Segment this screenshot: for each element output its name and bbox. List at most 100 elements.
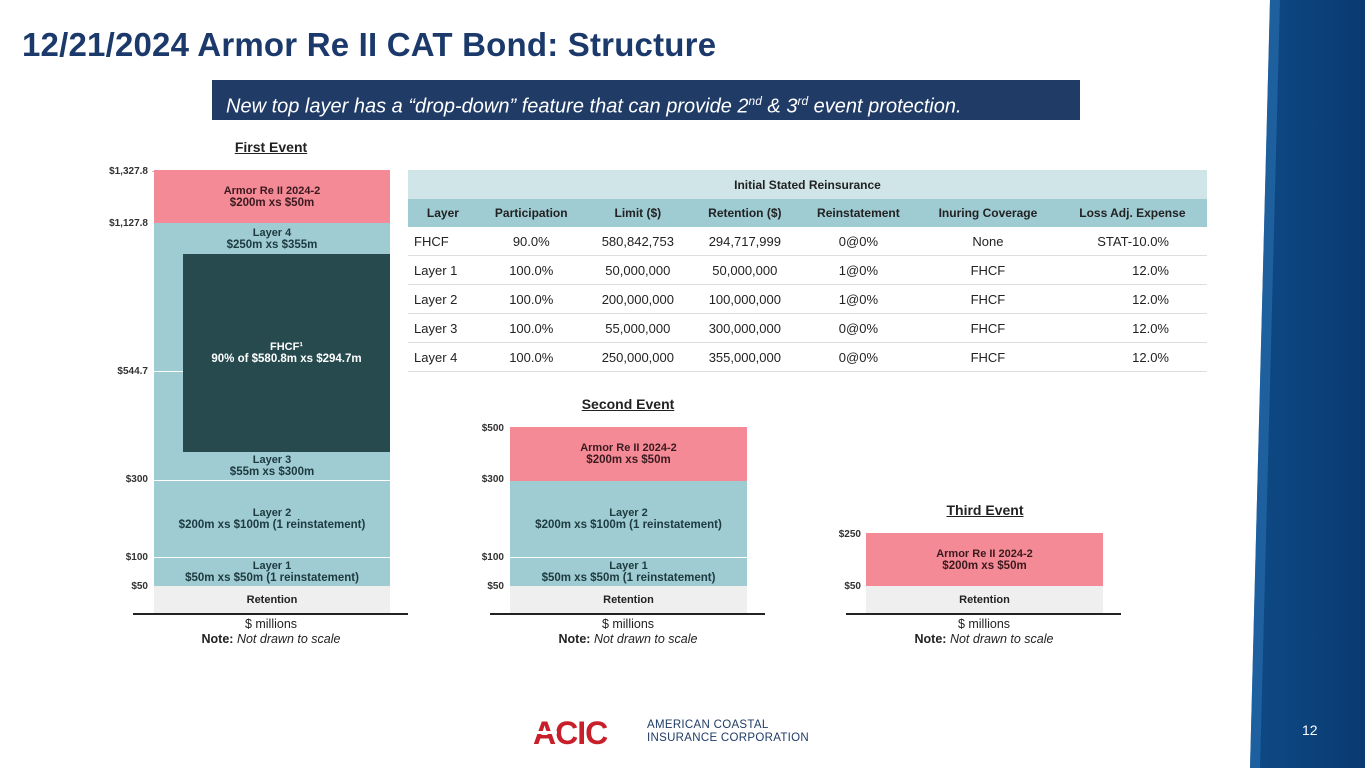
first-note: Note: Not drawn to scale [171, 632, 371, 646]
first-tick-544: $544.7 [117, 366, 148, 377]
callout-sup-nd: nd [748, 94, 762, 108]
third-armor-terms: $200m xs $50m [942, 559, 1027, 572]
acic-logo-mark: ACIC [533, 716, 609, 748]
callout-text-end: event protection. [808, 95, 962, 118]
first-fhcf-name: FHCF¹ [270, 341, 303, 353]
first-fhcf-terms: 90% of $580.8m xs $294.7m [211, 353, 362, 365]
reinsurance-table: Initial Stated Reinsurance Layer Partici… [408, 170, 1207, 372]
table-cell: 100.0% [477, 284, 585, 314]
acic-logo-line1: AMERICAN COASTAL [647, 719, 769, 731]
col-header: Reinstatement [798, 199, 919, 227]
second-gridline-100 [510, 557, 747, 558]
table-cell: 12.0% [1057, 313, 1207, 343]
table-cell: 580,842,753 [584, 227, 692, 256]
table-cell: Layer 4 [408, 342, 478, 372]
first-gridline-544 [154, 371, 183, 372]
page-number: 12 [1302, 722, 1318, 738]
first-layer1-terms: $50m xs $50m (1 reinstatement) [185, 572, 359, 584]
acic-logo-text: AMERICAN COASTAL INSURANCE CORPORATION [647, 719, 809, 745]
table-cell: 300,000,000 [691, 313, 799, 343]
second-layer1-terms: $50m xs $50m (1 reinstatement) [541, 572, 716, 584]
table-cell: 12.0% [1057, 342, 1207, 372]
second-armor-name: Armor Re II 2024-2 [580, 442, 677, 454]
table-cell: 55,000,000 [584, 313, 692, 343]
first-layer4-terms: $250m xs $355m [226, 239, 318, 251]
first-layer2: Layer 2 $200m xs $100m (1 reinstatement) [154, 481, 390, 557]
table-cell: FHCF [408, 227, 478, 256]
table-cell: 12.0% [1057, 284, 1207, 314]
table-cell: 50,000,000 [691, 255, 799, 285]
third-tick-50: $50 [844, 581, 861, 592]
first-retention: Retention [154, 586, 390, 613]
first-event-heading: First Event [234, 139, 308, 155]
table-cell: 1@0% [798, 255, 919, 285]
second-tick-500: $500 [481, 423, 504, 434]
second-note: Note: Not drawn to scale [528, 632, 728, 646]
table-cell: 355,000,000 [691, 342, 799, 372]
first-layer3: Layer 3 $55m xs $300m [154, 452, 390, 480]
first-layer4: Layer 4 $250m xs $355m [154, 224, 390, 254]
col-header: Inuring Coverage [918, 199, 1058, 227]
first-layer3-terms: $55m xs $300m [229, 466, 315, 478]
table-cell: STAT-10.0% [1057, 227, 1207, 256]
first-unit: $ millions [244, 617, 298, 631]
table-row: Layer 1 100.0% 50,000,000 50,000,000 1@0… [408, 255, 1207, 285]
second-retention: Retention [510, 586, 747, 613]
first-layer1-name: Layer 1 [252, 560, 292, 572]
first-gridline-100 [154, 557, 390, 558]
table-row: Layer 3 100.0% 55,000,000 300,000,000 0@… [408, 313, 1207, 343]
first-axis [133, 613, 408, 615]
callout-text: New top layer has a “drop-down” feature … [226, 95, 749, 118]
first-note-text: Not drawn to scale [233, 632, 341, 646]
third-retention: Retention [866, 586, 1103, 613]
acic-logo-line2: INSURANCE CORPORATION [647, 732, 809, 744]
third-note-text: Not drawn to scale [946, 632, 1054, 646]
first-tick-50: $50 [131, 581, 148, 592]
page-title: 12/21/2024 Armor Re II CAT Bond: Structu… [22, 26, 717, 63]
third-tick-250: $250 [838, 529, 861, 540]
first-layer2-name: Layer 2 [252, 507, 292, 519]
second-event-heading: Second Event [581, 396, 675, 412]
second-layer2-name: Layer 2 [609, 507, 648, 519]
second-tick-50: $50 [487, 581, 504, 592]
table-cell: Layer 3 [408, 313, 478, 343]
table-cell: Layer 1 [408, 255, 478, 285]
second-note-bold: Note: [558, 632, 591, 646]
col-header: Loss Adj. Expense [1057, 199, 1207, 227]
table-cell: 100.0% [477, 313, 585, 343]
table-cell: None [918, 227, 1058, 256]
table-cell: 200,000,000 [584, 284, 692, 314]
first-layer4-name: Layer 4 [252, 227, 292, 239]
table-cell: 100,000,000 [691, 284, 799, 314]
first-tick-1127: $1,127.8 [109, 218, 148, 229]
acic-logo: ACIC AMERICAN COASTAL INSURANCE CORPORAT… [533, 716, 809, 748]
second-retention-label: Retention [603, 593, 654, 606]
table-cell: FHCF [918, 342, 1058, 372]
second-axis [490, 613, 765, 615]
table-cell: FHCF [918, 313, 1058, 343]
table-cell: 90.0% [477, 227, 585, 256]
first-tick-1327: $1,327.8 [109, 166, 148, 177]
third-axis [846, 613, 1121, 615]
third-unit: $ millions [957, 617, 1011, 631]
col-header: Limit ($) [584, 199, 692, 227]
third-note: Note: Not drawn to scale [884, 632, 1084, 646]
third-armor-layer: Armor Re II 2024-2 $200m xs $50m [866, 533, 1103, 586]
first-tick-100: $100 [125, 552, 148, 563]
table-cell: FHCF [918, 284, 1058, 314]
table-cell: 0@0% [798, 313, 919, 343]
table-row: Layer 4 100.0% 250,000,000 355,000,000 0… [408, 342, 1207, 372]
callout-sup-rd: rd [797, 94, 809, 108]
first-layer3-name: Layer 3 [252, 454, 292, 466]
first-tick-300: $300 [125, 474, 148, 485]
second-layer1-name: Layer 1 [609, 560, 648, 572]
reinsurance-table-caption: Initial Stated Reinsurance [408, 170, 1207, 199]
third-armor-name: Armor Re II 2024-2 [936, 547, 1033, 560]
second-unit: $ millions [601, 617, 655, 631]
third-event-heading: Third Event [946, 502, 1024, 518]
table-cell: 1@0% [798, 284, 919, 314]
reinsurance-table-header: Layer Participation Limit ($) Retention … [408, 199, 1207, 227]
sidebar-decoration [1250, 0, 1365, 768]
table-cell: 0@0% [798, 342, 919, 372]
third-note-bold: Note: [914, 632, 947, 646]
